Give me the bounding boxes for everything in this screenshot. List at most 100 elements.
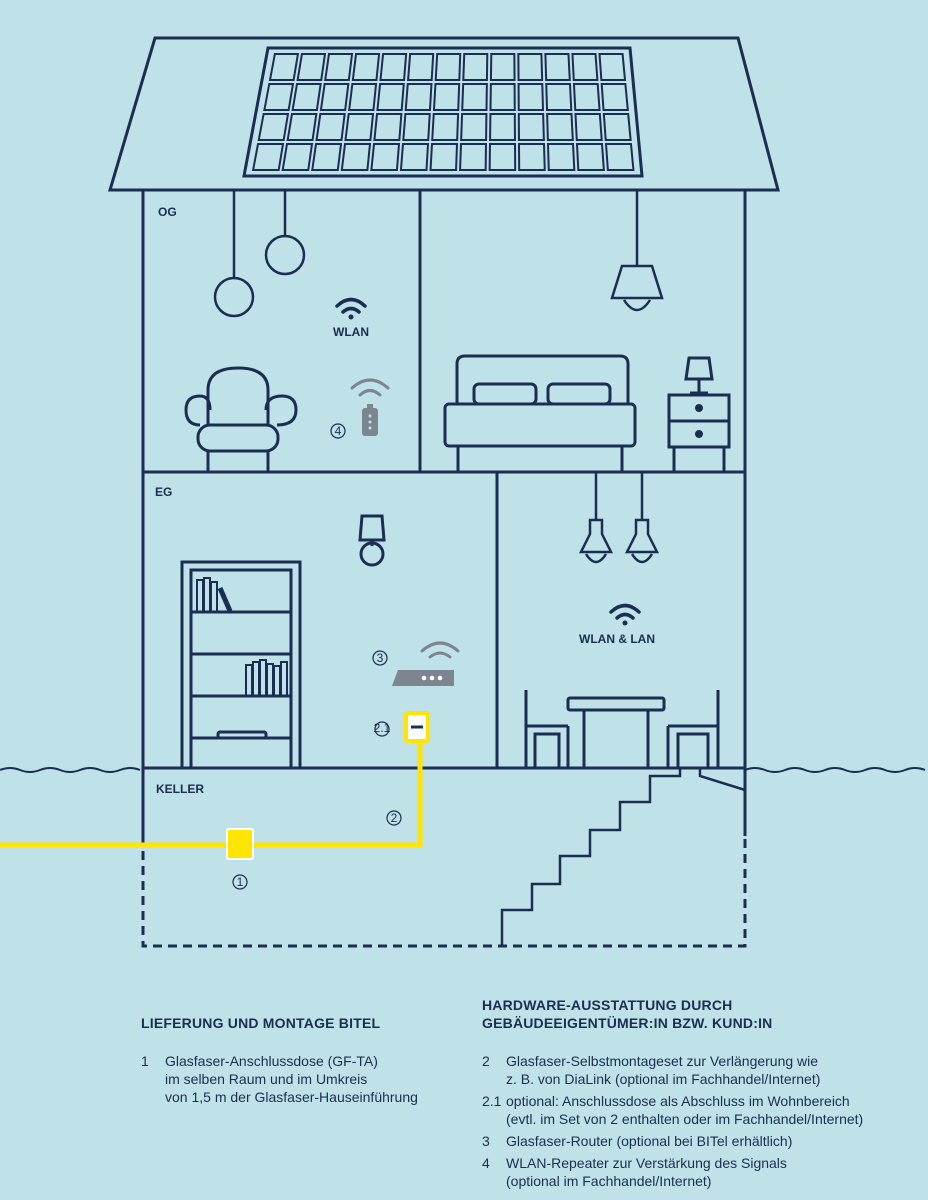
solar-cell [604, 143, 635, 171]
solar-cell [517, 113, 545, 141]
solar-cell [462, 53, 489, 81]
legend-item-text: Glasfaser-Anschlussdose (GF-TA) im selbe… [165, 1053, 418, 1105]
solar-cell [351, 53, 381, 81]
marker-circle-4 [330, 423, 346, 439]
solar-cell [546, 113, 574, 141]
solar-panel [242, 46, 644, 178]
solar-cell [460, 113, 488, 141]
legend-item: 2 Glasfaser-Selbstmontageset zur Verläng… [482, 1052, 922, 1088]
solar-cell [461, 83, 488, 111]
marker-circle-3 [372, 650, 388, 666]
legend-hardware: HARDWARE-AUSSTATTUNG DURCH GEBÄUDEEIGENT… [482, 996, 922, 1190]
solar-cell [600, 83, 629, 111]
solar-cell [348, 83, 378, 111]
solar-cell [546, 143, 576, 171]
bed [443, 354, 637, 471]
solar-cell [311, 143, 343, 171]
legend-item-number: 2 [482, 1053, 490, 1069]
solar-cell [324, 53, 354, 81]
solar-cell [598, 53, 627, 81]
dining-set [524, 690, 720, 770]
pendant-lamps-eg-right [578, 472, 660, 564]
solar-cell [373, 113, 403, 141]
wlan-repeater [350, 378, 390, 436]
marker-21: 2.1 [374, 721, 391, 735]
solar-cell [340, 143, 372, 171]
armchair [184, 366, 298, 471]
wifi-icon [609, 603, 641, 626]
legend-bitel-heading: LIEFERUNG UND MONTAGE BITEL [141, 1015, 381, 1031]
wifi-icon [335, 297, 367, 320]
solar-cell [517, 83, 545, 111]
solar-cell [434, 53, 462, 81]
marker-circle-2 [386, 810, 402, 826]
bookshelf [180, 560, 302, 770]
legend-item: 4 WLAN-Repeater zur Verstärkung des Sign… [482, 1154, 922, 1190]
solar-cell [517, 53, 544, 81]
basement-stairs [500, 766, 746, 946]
solar-cell [291, 83, 322, 111]
pendant-lamps-og-left [213, 190, 306, 318]
solar-cell [571, 53, 599, 81]
fiber-cable [0, 738, 423, 848]
marker-4: 4 [335, 424, 342, 438]
solar-cell [379, 53, 408, 81]
solar-cell [574, 113, 603, 141]
solar-cell [572, 83, 601, 111]
solar-cell [257, 113, 290, 141]
solar-cell [319, 83, 350, 111]
anschlussdose-wohnbereich [404, 711, 430, 743]
floor-label-eg: EG [155, 485, 172, 499]
pendant-lamp-og-right [610, 190, 664, 312]
legend-item-text: Glasfaser-Selbstmontageset zur Verlänger… [506, 1053, 821, 1087]
solar-cell [263, 83, 295, 111]
solar-cell [296, 53, 327, 81]
solar-cell [432, 83, 461, 111]
marker-2: 2 [391, 811, 398, 825]
solar-cell [404, 83, 433, 111]
solar-cell [402, 113, 431, 141]
legend-item-text: optional: Anschlussdose als Abschluss im… [506, 1093, 864, 1127]
floor-label-og: OG [158, 205, 177, 219]
solar-cell [602, 113, 632, 141]
solar-cell [489, 83, 516, 111]
legend-bitel: LIEFERUNG UND MONTAGE BITEL 1 Glasfaser-… [141, 1014, 461, 1106]
legend-item-number: 1 [141, 1053, 149, 1069]
roof [107, 36, 780, 192]
solar-cell [489, 113, 516, 141]
room-label-og-wlan: WLAN [333, 325, 369, 339]
solar-cell [251, 143, 285, 171]
floor-label-keller: KELLER [156, 782, 204, 796]
solar-cell [268, 53, 300, 81]
legend-item-text: Glasfaser-Router (optional bei BITel erh… [506, 1133, 793, 1149]
solar-cell [544, 53, 571, 81]
legend-item: 3 Glasfaser-Router (optional bei BITel e… [482, 1132, 922, 1150]
solar-cell [281, 143, 314, 171]
basement-outline [141, 836, 747, 948]
legend-item-text: WLAN-Repeater zur Verstärkung des Signal… [506, 1155, 787, 1189]
solar-cell [315, 113, 346, 141]
solar-cell [517, 143, 546, 171]
solar-cell [370, 143, 401, 171]
solar-cell [376, 83, 405, 111]
legend-item-number: 4 [482, 1155, 490, 1171]
legend-item-number: 2.1 [482, 1093, 502, 1109]
solar-cell [575, 143, 605, 171]
solar-cell [429, 143, 459, 171]
legend-hardware-heading: HARDWARE-AUSSTATTUNG DURCH GEBÄUDEEIGENT… [482, 997, 773, 1031]
marker-circle-21 [374, 721, 390, 737]
legend-item: 1 Glasfaser-Anschlussdose (GF-TA) im sel… [141, 1052, 461, 1106]
house-diagram: WLAN 4 [0, 36, 926, 948]
solar-cell [399, 143, 430, 171]
room-label-eg-wlan-lan: WLAN & LAN [579, 632, 655, 646]
solar-cell [488, 143, 517, 171]
glasfaser-anschlussdose [226, 828, 254, 860]
marker-3: 3 [377, 651, 384, 665]
solar-cell [545, 83, 573, 111]
solar-cell [459, 143, 488, 171]
ground-line [0, 767, 926, 773]
marker-circle-1 [232, 874, 248, 890]
solar-cell [286, 113, 318, 141]
solar-cell [406, 53, 435, 81]
wall-lamp [358, 514, 386, 567]
